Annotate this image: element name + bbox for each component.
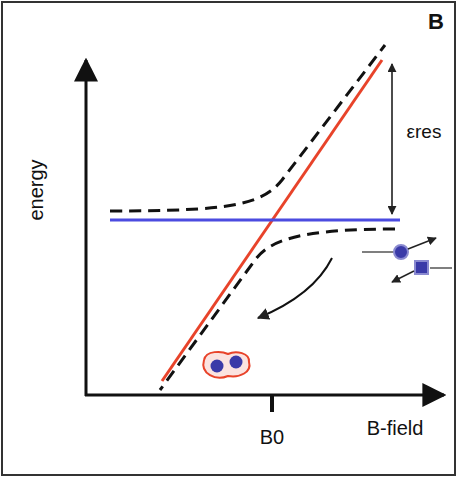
atom-velocity	[408, 238, 436, 249]
molecule-atom	[211, 360, 224, 373]
axis-label: B-field	[367, 417, 424, 439]
open-channel-line	[110, 219, 400, 222]
molecule-outline	[203, 352, 249, 378]
energy-axis	[85, 60, 88, 396]
atom-track	[430, 267, 452, 269]
atom-track	[362, 251, 394, 253]
free-atom	[394, 245, 408, 259]
field-axis	[85, 394, 444, 397]
b0-tick	[270, 395, 274, 412]
upper-dressed-level	[110, 45, 385, 211]
molecule-atom	[230, 356, 243, 369]
free-atom	[415, 261, 428, 274]
atom-velocity	[392, 271, 414, 282]
resonance-width-label: εres	[407, 122, 442, 143]
sweep-arrow	[258, 258, 332, 318]
lower-dressed-level	[160, 229, 395, 390]
field-value-label: B0	[260, 426, 284, 448]
axis-label: energy	[25, 159, 47, 220]
resonance-width-arrow	[391, 64, 393, 214]
panel-letter: B	[428, 10, 444, 34]
